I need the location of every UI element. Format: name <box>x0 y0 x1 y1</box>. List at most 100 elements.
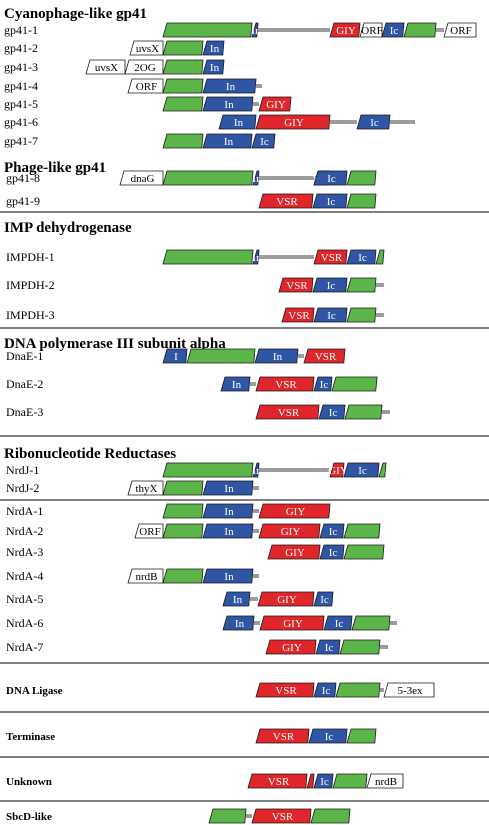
orf-segment <box>124 59 164 75</box>
intein-segment <box>313 170 348 186</box>
segment-label: Ic <box>322 685 331 697</box>
endonuclease-segment <box>329 462 345 478</box>
linker-segment <box>298 354 304 358</box>
intein-segment <box>313 591 334 607</box>
row-label-nrda-3: NrdA-3 <box>6 545 43 559</box>
linker-segment <box>254 621 260 625</box>
orf-segment <box>359 22 383 38</box>
segment-label: In <box>235 618 245 630</box>
segment-label: VSR <box>286 280 308 292</box>
linker-segment <box>330 120 357 124</box>
row-label-dnae-2: DnaE-2 <box>6 377 43 391</box>
intein-segment <box>218 114 257 130</box>
row-label-dnae-1: DnaE-1 <box>6 349 43 363</box>
segment-label: Ic <box>329 407 338 419</box>
endonuclease-segment <box>267 544 321 560</box>
row-label-nrdj-2: NrdJ-2 <box>6 481 39 495</box>
segment-label: VSR <box>315 351 337 363</box>
extein-segment <box>162 249 254 265</box>
segment-label: In <box>226 81 236 93</box>
segment-label: VSR <box>273 731 295 743</box>
row-label-impdh-1: IMPDH-1 <box>6 250 55 264</box>
segment-label: VSR <box>275 685 297 697</box>
row-label-gp41-5: gp41-5 <box>4 97 38 111</box>
extein-segment <box>208 808 247 824</box>
intein-segment <box>202 480 254 496</box>
extein-segment <box>332 773 368 789</box>
extein-segment <box>339 639 381 655</box>
segment-label: Ic <box>335 618 344 630</box>
linker-segment <box>258 28 330 32</box>
intein-segment <box>202 96 254 112</box>
row-label-nrdj-1: NrdJ-1 <box>6 463 39 477</box>
gene-row-gp41-8: dnaGInVSRIc <box>119 170 377 186</box>
endonuclease-segment <box>303 348 346 364</box>
linker-segment <box>253 574 259 578</box>
segment-label: 2OG <box>134 62 155 74</box>
row-label-gp41-6: gp41-6 <box>4 115 38 129</box>
endonuclease-segment <box>258 193 314 209</box>
orf-segment <box>443 22 477 38</box>
row-label-gp41-2: gp41-2 <box>4 41 38 55</box>
orf-segment <box>85 59 126 75</box>
endonuclease-segment <box>255 404 320 420</box>
orf-segment <box>127 480 164 496</box>
linker-segment <box>376 283 384 287</box>
endonuclease-segment <box>313 249 348 265</box>
intein-segment <box>356 114 391 130</box>
row-label-nrda-2: NrdA-2 <box>6 524 43 538</box>
segment-label: Ic <box>327 196 336 208</box>
section-heading-cyanophage-like-gp41: Cyanophage-like gp41 <box>4 6 147 22</box>
segment-label: GIY <box>281 526 301 538</box>
segment-label: GIY <box>283 618 303 630</box>
segment-label: Ic <box>329 526 338 538</box>
endonuclease-segment <box>257 591 315 607</box>
extein-segment <box>162 170 254 186</box>
endonuclease-segment <box>247 773 308 789</box>
segment-label: Ic <box>370 117 379 129</box>
intein-segment <box>222 591 251 607</box>
segment-label: In <box>251 25 261 37</box>
intein-segment <box>252 462 260 478</box>
segment-label: Ic <box>327 280 336 292</box>
endonuclease-segment <box>258 523 321 539</box>
intein-segment <box>313 376 333 392</box>
segment-label: ORF <box>136 81 157 93</box>
row-label-nrda-6: NrdA-6 <box>6 616 43 630</box>
extein-segment <box>346 728 377 744</box>
orf-segment <box>119 170 164 186</box>
intein-segment <box>202 133 253 149</box>
intein-segment <box>315 639 341 655</box>
linker-segment <box>390 621 397 625</box>
row-label-dnae-3: DnaE-3 <box>6 405 43 419</box>
intein-segment <box>252 249 260 265</box>
linker-segment <box>259 176 330 180</box>
segment-label: In <box>224 483 234 495</box>
intein-segment <box>319 544 345 560</box>
extein-segment <box>186 348 256 364</box>
endonuclease-segment <box>255 728 310 744</box>
linker-segment <box>253 102 259 106</box>
intein-segment <box>312 193 348 209</box>
segment-label: In <box>210 62 220 74</box>
extein-segment <box>162 523 204 539</box>
endonuclease-segment <box>259 615 325 631</box>
segment-label: VSR <box>288 310 310 322</box>
intein-segment <box>381 22 405 38</box>
segment-label: dnaG <box>131 173 155 185</box>
row-label-nrda-1: NrdA-1 <box>6 504 43 518</box>
linker-segment <box>250 597 258 601</box>
linker-segment <box>246 814 252 818</box>
segment-label: ORF <box>361 25 382 37</box>
extein-segment <box>162 96 204 112</box>
extein-segment <box>162 462 254 478</box>
segment-label: GIY <box>285 547 305 559</box>
